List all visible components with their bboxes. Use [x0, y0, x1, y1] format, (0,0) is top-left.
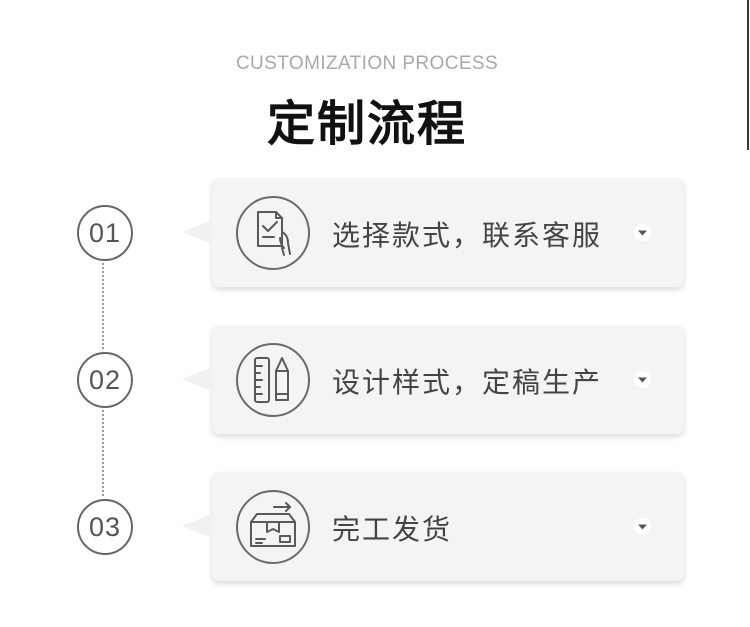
step-label-1: 选择款式，联系客服: [332, 219, 603, 252]
step-connector-1: [102, 263, 104, 349]
ruler-pencil-icon: [254, 357, 289, 403]
step-card-2[interactable]: 设计样式，定稿生产: [182, 325, 684, 434]
step-connector-2: [102, 410, 104, 496]
step-number-1: 01: [77, 205, 133, 261]
card-pointer: [182, 367, 212, 391]
chevron-down-icon[interactable]: [634, 371, 651, 388]
hand-document-check-icon: [257, 211, 291, 256]
step-label-2: 设计样式，定稿生产: [332, 366, 603, 399]
chevron-down-icon[interactable]: [634, 224, 651, 241]
shipping-box-arrow-icon: [250, 502, 296, 547]
step-label-3: 完工发货: [332, 513, 453, 546]
step-icon-3: [236, 490, 310, 564]
right-edge-line: [747, 0, 749, 150]
card-pointer: [182, 220, 212, 244]
step-card-3[interactable]: 完工发货: [182, 472, 684, 581]
step-number-2: 02: [77, 352, 133, 408]
section-title: 定制流程: [266, 96, 467, 152]
card-pointer: [182, 514, 212, 538]
step-card-1[interactable]: 选择款式，联系客服: [182, 178, 684, 287]
step-icon-1: [236, 196, 310, 270]
chevron-down-icon[interactable]: [634, 518, 651, 535]
section-subtitle: CUSTOMIZATION PROCESS: [235, 53, 499, 74]
step-number-3: 03: [77, 499, 133, 555]
step-icon-2: [236, 343, 310, 417]
